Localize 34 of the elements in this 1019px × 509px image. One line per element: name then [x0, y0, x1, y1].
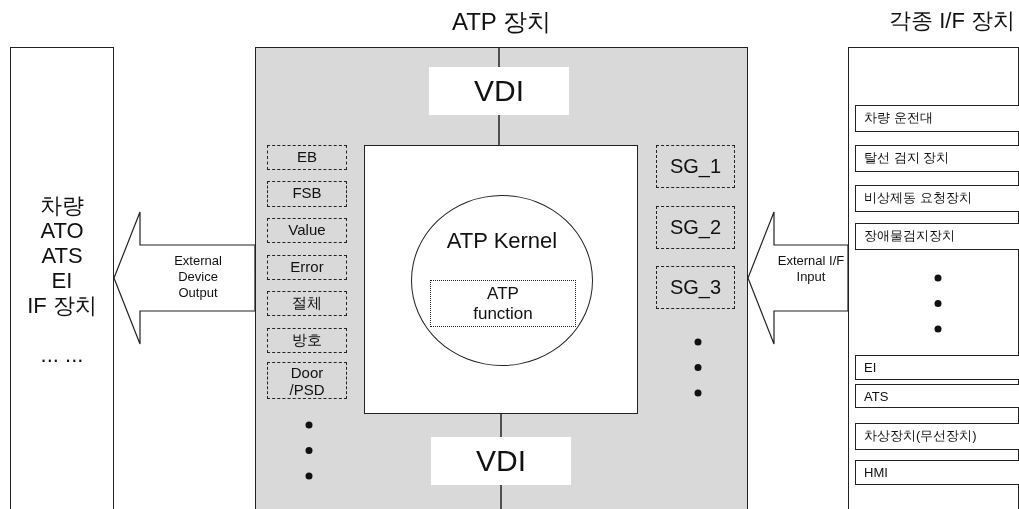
block-arrow — [747, 211, 849, 345]
group-heading: 각종 I/F 장치 — [888, 7, 1015, 35]
edge-label: External Device Output — [173, 253, 223, 301]
device-item-box: HMI — [855, 460, 1019, 485]
device-item-box: ATS — [855, 384, 1019, 408]
signal-box: 방호 — [267, 328, 347, 353]
edge-label: External I/F Input — [776, 253, 846, 285]
connector-line — [498, 114, 500, 146]
signal-box: Value — [267, 218, 347, 243]
signal-box: 절체 — [267, 291, 347, 316]
signal-box: SG_3 — [656, 266, 735, 309]
function-box: ATP function — [430, 280, 576, 327]
connector-line — [500, 484, 502, 509]
device-item-box: 차량 운전대 — [855, 105, 1019, 132]
group-heading: ATP 장치 — [450, 7, 553, 37]
block-arrow — [113, 211, 256, 345]
interface-box: VDI — [429, 67, 569, 115]
kernel-frame — [364, 145, 638, 414]
signal-box: SG_1 — [656, 145, 735, 188]
signal-box: Error — [267, 255, 347, 280]
device-item-box: 탈선 검지 장치 — [855, 145, 1019, 172]
device-item-box: 장애물검지장치 — [855, 223, 1019, 250]
signal-box: Door /PSD — [267, 362, 347, 399]
device-box: 차량 ATO ATS EI IF 장치 ... ... — [10, 47, 114, 509]
signal-box: SG_2 — [656, 206, 735, 249]
device-item-box: 비상제동 요청장치 — [855, 185, 1019, 212]
interface-box: VDI — [431, 437, 571, 485]
device-item-box: 차상장치(무선장치) — [855, 423, 1019, 450]
connector-line — [500, 413, 502, 438]
connector-line — [498, 46, 500, 68]
device-item-box: EI — [855, 355, 1019, 380]
kernel-circle: ATP Kernel ATP function — [411, 195, 593, 366]
signal-box: EB — [267, 145, 347, 170]
signal-box: FSB — [267, 181, 347, 207]
